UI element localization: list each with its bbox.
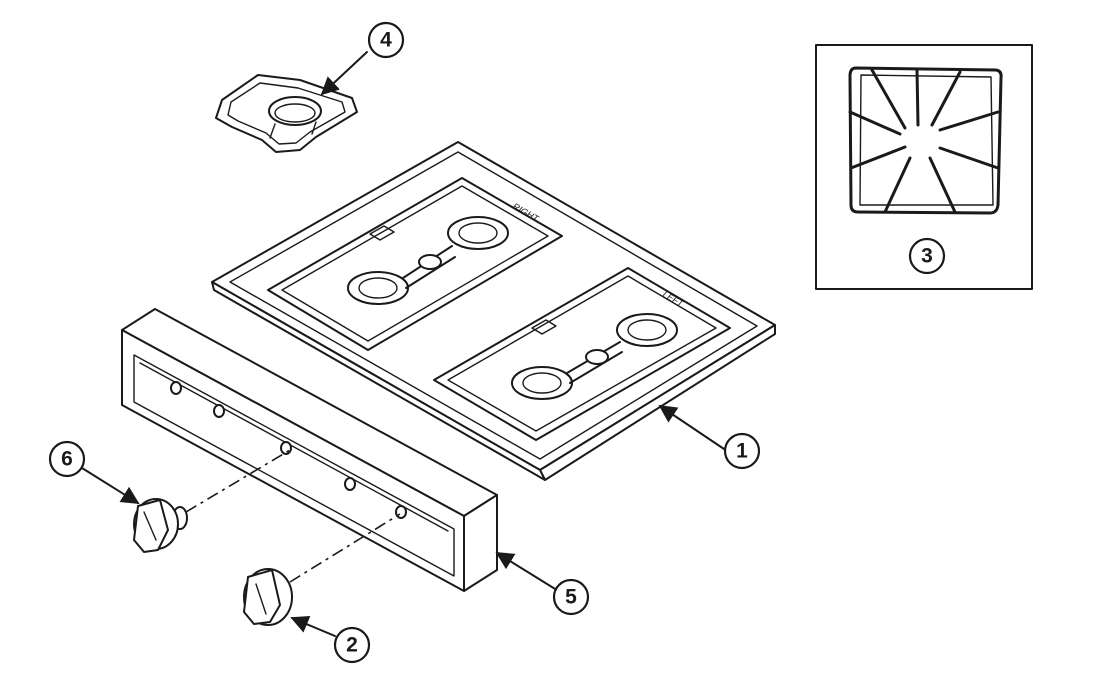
callout-4-label: 4	[380, 29, 392, 52]
callout-6: 6	[48, 440, 86, 478]
callout-1-label: 1	[736, 440, 748, 463]
callout-3: 3	[908, 237, 946, 275]
leader-2	[290, 615, 336, 637]
callout-6-label: 6	[61, 448, 73, 471]
burner-gasket-part	[215, 74, 358, 153]
knob2-assembly-line	[289, 513, 401, 583]
control-panel-part	[121, 308, 498, 592]
callout-4: 4	[367, 21, 405, 59]
knob-part-6	[133, 498, 188, 553]
callout-1: 1	[723, 432, 761, 470]
cooktop-part: RIGHT LEFT	[211, 141, 776, 481]
callout-2-label: 2	[346, 634, 358, 657]
leader-1	[658, 404, 725, 450]
leader-5	[495, 552, 561, 593]
knob6-assembly-line	[185, 449, 291, 513]
leader-4	[320, 51, 368, 96]
callout-3-label: 3	[921, 245, 933, 268]
callout-5: 5	[552, 578, 590, 616]
leader-6	[81, 467, 140, 504]
callout-2: 2	[333, 626, 371, 664]
callout-5-label: 5	[565, 586, 577, 609]
knob-part-2	[243, 568, 293, 626]
